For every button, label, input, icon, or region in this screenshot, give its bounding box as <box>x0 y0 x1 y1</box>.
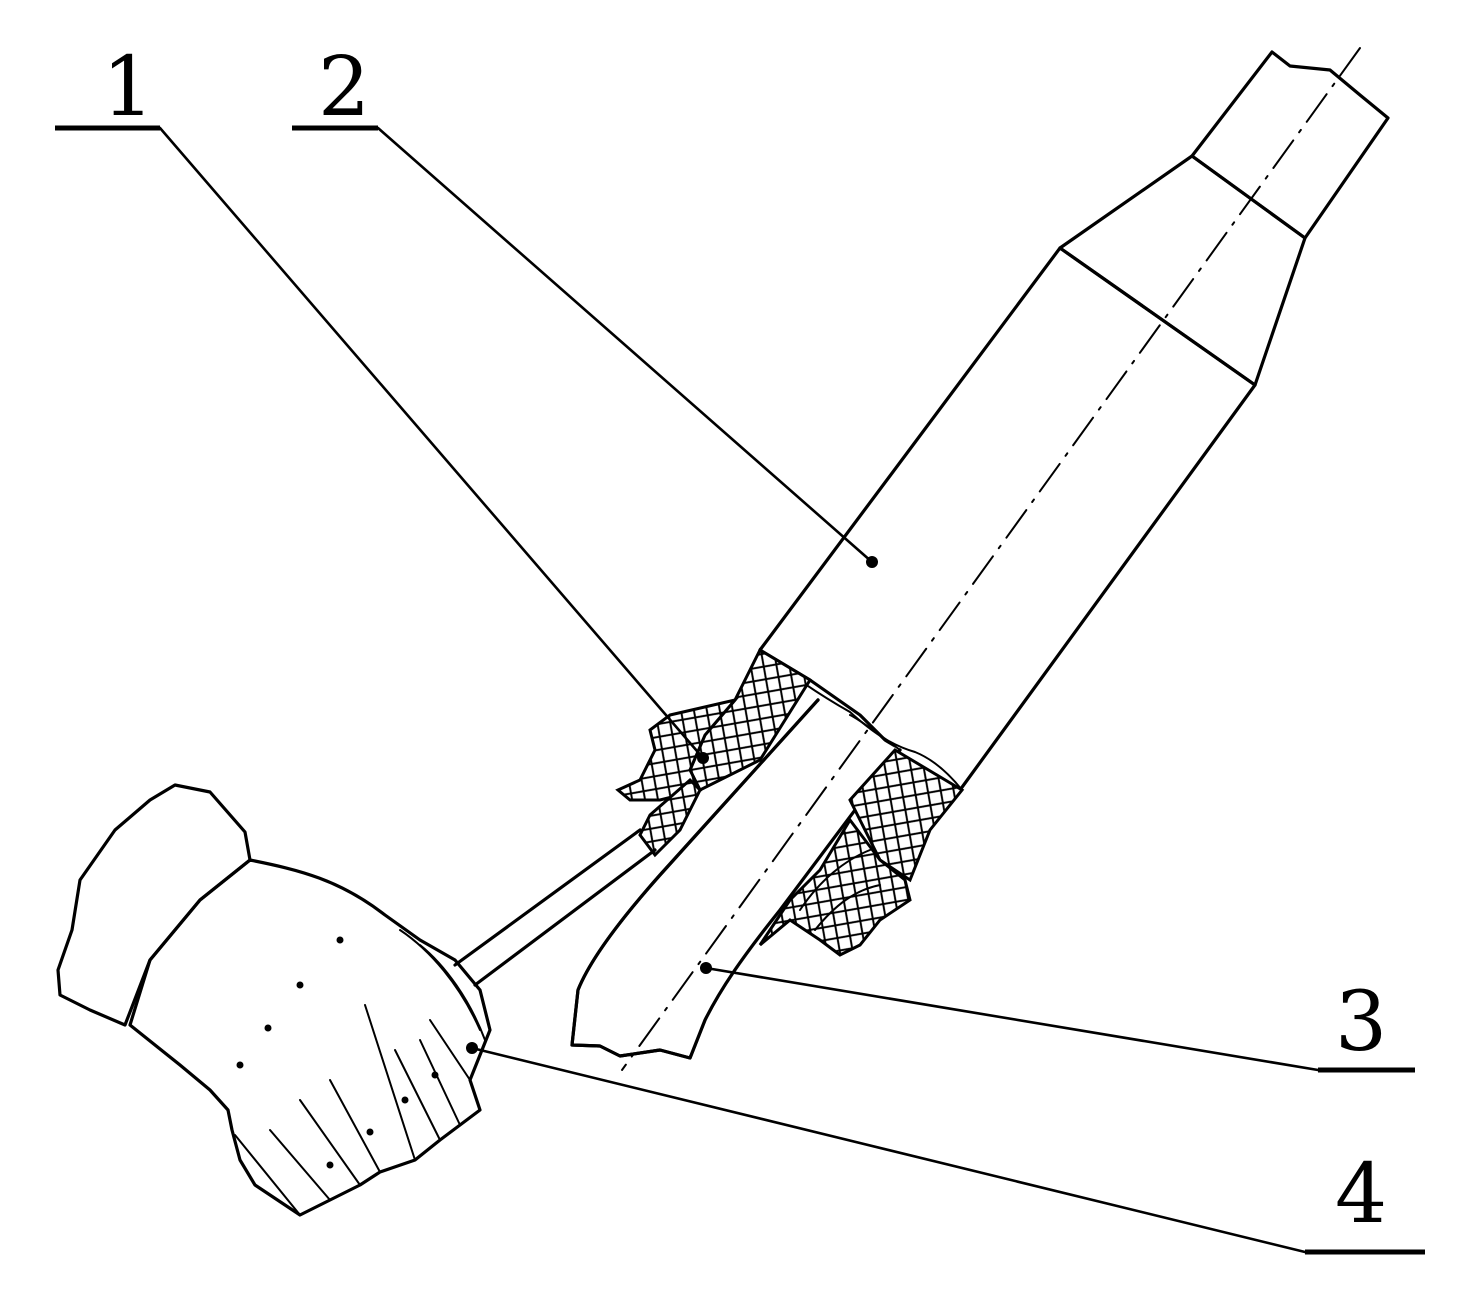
glove-stitch <box>401 1096 409 1104</box>
callout-label-3: 3 <box>1335 975 1387 1070</box>
mesh-right <box>758 748 965 957</box>
callout-4: 4 <box>470 1046 1425 1255</box>
glove-stitch <box>336 936 344 944</box>
mesh-band-right <box>848 748 965 883</box>
callout-label-2: 2 <box>318 40 370 135</box>
glove-thumb <box>399 929 486 1041</box>
mesh-crease-right <box>799 849 881 931</box>
callout-leader-1 <box>158 126 705 760</box>
sleeve-body <box>758 50 1390 792</box>
callout-label-1: 1 <box>102 40 154 135</box>
glove-cuff <box>56 783 252 1027</box>
callout-leader-2 <box>376 126 874 564</box>
sleeve-main <box>758 246 1257 792</box>
glove-stitch <box>366 1128 374 1136</box>
glove-finger-3 <box>364 1004 441 1161</box>
glove-stitch <box>236 1061 244 1069</box>
inner-tube <box>570 698 902 1060</box>
mesh-fold-right <box>758 817 912 957</box>
glove-stitch <box>296 981 304 989</box>
mesh-left <box>615 647 813 858</box>
callout-1: 1 <box>55 40 705 760</box>
callout-2: 2 <box>292 40 874 564</box>
glove-hand <box>128 858 492 1217</box>
callout-leader-4 <box>470 1046 1307 1254</box>
glove-stitch <box>264 1024 272 1032</box>
gloved-hand-icon <box>56 783 492 1217</box>
tool-shaft-line-lower <box>473 848 657 987</box>
center-axis <box>621 47 1361 1071</box>
callout-label-4: 4 <box>1335 1147 1387 1242</box>
glove-finger-4 <box>419 1019 471 1126</box>
tool-shaft-line-upper <box>453 828 642 967</box>
glove-stitch <box>431 1071 439 1079</box>
inner-tube-edge <box>849 714 901 751</box>
glove-finger-2 <box>299 1079 381 1186</box>
mesh-fold-left <box>615 697 740 802</box>
callout-leader-3 <box>704 966 1320 1072</box>
glove-stitch <box>326 1161 334 1169</box>
callout-3: 3 <box>704 966 1415 1073</box>
mesh-strip-left <box>638 777 702 858</box>
tool-shaft <box>453 828 657 987</box>
glove-finger-1 <box>234 1129 331 1216</box>
sleeve-taper <box>1058 154 1307 387</box>
